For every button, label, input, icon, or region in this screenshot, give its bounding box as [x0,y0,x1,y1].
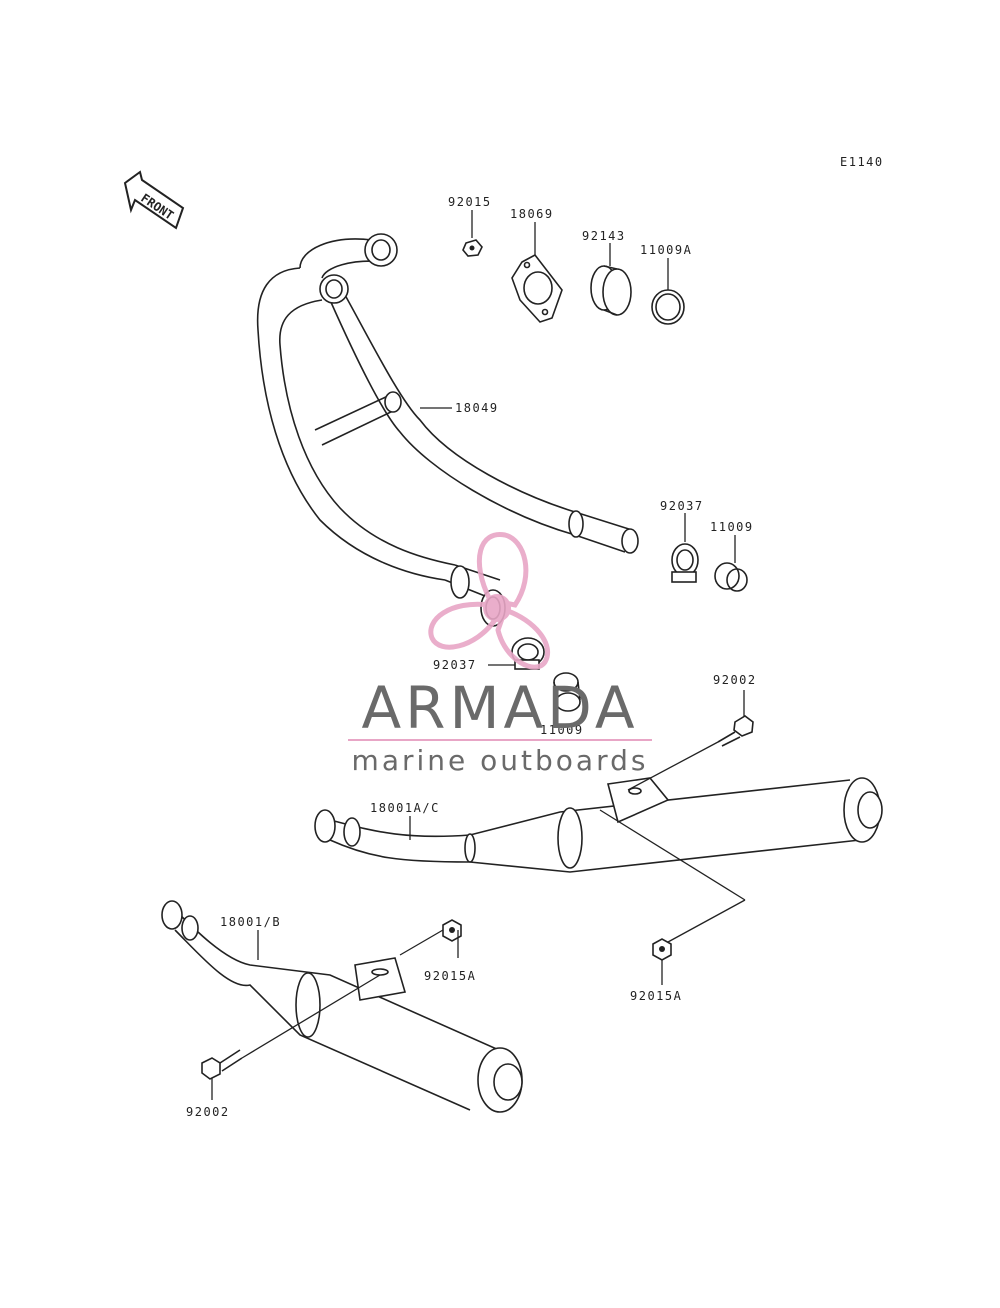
label-92037-right: 92037 [660,499,704,513]
muffler-18001ac-part [314,777,883,873]
label-92002-top: 92002 [713,673,757,687]
label-18069: 18069 [510,207,554,221]
label-11009a: 11009A [640,243,692,257]
diagram-code: E1140 [840,155,884,169]
bolt-92002-bottom-part [201,1049,243,1080]
label-92002-bottom: 92002 [186,1105,230,1119]
label-92015a-left: 92015A [424,969,476,983]
nut-92015-part [462,239,483,257]
clamp-92037-right-part [671,543,699,583]
ring-11009a-part [651,289,685,325]
bolt-92002-top-part [717,715,754,747]
label-11009-left: 11009 [540,723,584,737]
label-18001ac: 18001A/C [370,801,440,815]
label-18049: 18049 [455,401,499,415]
label-92015: 92015 [448,195,492,209]
sleeve-92143-part [590,265,632,316]
gasket-flange-18069-part [511,253,563,323]
label-18001b: 18001/B [220,915,281,929]
gasket-11009-left-part [553,672,581,712]
watermark-tagline: marine outboards [352,744,649,777]
header-pipe-part [256,233,639,627]
armada-watermark: ARMADA marine outboards [348,531,652,777]
watermark-brand: ARMADA [361,674,638,742]
label-92143: 92143 [582,229,626,243]
muffler-18001b-part [161,900,523,1113]
nut-92015a-left-part [442,919,462,942]
propeller-logo-icon [428,531,551,670]
gasket-11009-right-part [714,562,748,592]
leader-lines [211,210,746,1100]
nut-92015a-right-part [652,938,672,961]
front-arrow-icon: FRONT [123,170,185,230]
label-92015a-right: 92015A [630,989,682,1003]
label-11009-right: 11009 [710,520,754,534]
label-92037-left: 92037 [433,658,477,672]
